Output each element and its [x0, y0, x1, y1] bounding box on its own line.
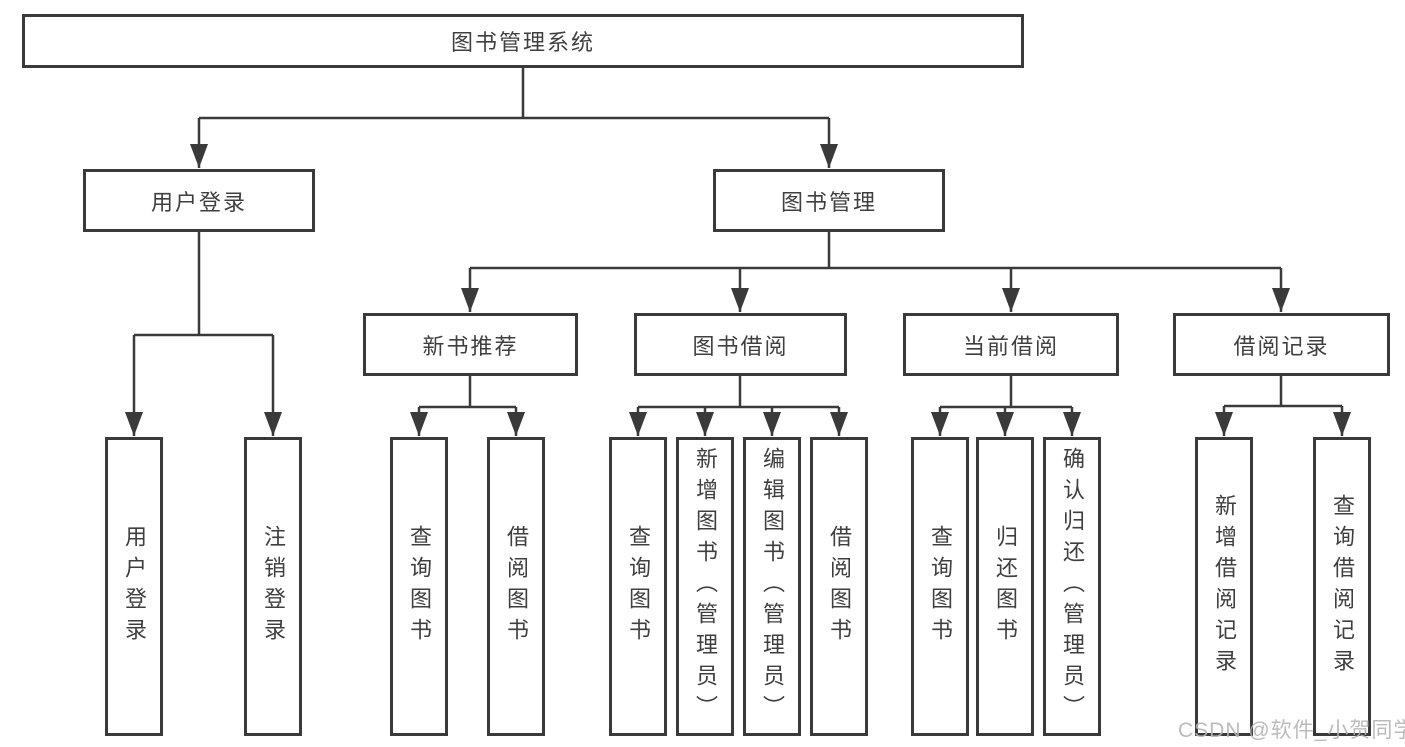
- leaf-user-login: 用户登录: [105, 437, 163, 736]
- node-current-borrow: 当前借阅: [903, 313, 1119, 376]
- node-new-book-recommend: 新书推荐: [363, 313, 578, 376]
- node-new-book-recommend-label: 新书推荐: [422, 333, 519, 359]
- leaf-borrow-books: 借阅图书: [810, 437, 868, 736]
- node-book-management-label: 图书管理: [780, 189, 877, 215]
- leaf-query-books-borrow-label: 查询图书: [626, 524, 651, 649]
- leaf-query-borrow-record-label: 查询借阅记录: [1330, 493, 1355, 680]
- leaf-add-borrow-record: 新增借阅记录: [1195, 437, 1253, 736]
- leaf-confirm-return-admin-label: 确认归还（管理员）: [1060, 447, 1085, 726]
- node-root: 图书管理系统: [22, 14, 1024, 68]
- leaf-borrow-books-recommend: 借阅图书: [487, 437, 545, 736]
- leaf-add-book-admin: 新增图书（管理员）: [676, 437, 734, 736]
- leaf-query-borrow-record: 查询借阅记录: [1313, 437, 1371, 736]
- leaf-query-books-borrow: 查询图书: [609, 437, 667, 736]
- leaf-logout-label: 注销登录: [261, 524, 286, 649]
- leaf-query-books-current-label: 查询图书: [928, 524, 953, 649]
- leaf-query-books-recommend: 查询图书: [390, 437, 448, 736]
- node-user-login-label: 用户登录: [150, 189, 247, 215]
- leaf-add-borrow-record-label: 新增借阅记录: [1212, 493, 1237, 680]
- node-borrow-records-label: 借阅记录: [1233, 333, 1330, 359]
- leaf-query-books-recommend-label: 查询图书: [407, 524, 432, 649]
- connector-lines: [132, 68, 1344, 436]
- leaf-return-book-label: 归还图书: [993, 524, 1018, 649]
- leaf-user-login-label: 用户登录: [122, 524, 147, 649]
- node-current-borrow-label: 当前借阅: [962, 333, 1059, 359]
- leaf-logout: 注销登录: [244, 437, 302, 736]
- leaf-edit-book-admin: 编辑图书（管理员）: [743, 437, 801, 736]
- csdn-watermark: CSDN @软件_小贺同学: [1178, 719, 1405, 742]
- leaf-borrow-books-label: 借阅图书: [827, 524, 852, 649]
- leaf-add-book-admin-label: 新增图书（管理员）: [693, 447, 718, 726]
- leaf-confirm-return-admin: 确认归还（管理员）: [1043, 437, 1101, 736]
- leaf-query-books-current: 查询图书: [911, 437, 969, 736]
- node-book-management: 图书管理: [713, 169, 945, 232]
- node-book-borrow-label: 图书借阅: [692, 333, 789, 359]
- node-root-label: 图书管理系统: [450, 30, 595, 55]
- leaf-edit-book-admin-label: 编辑图书（管理员）: [760, 447, 785, 726]
- node-user-login: 用户登录: [83, 169, 315, 232]
- node-book-borrow: 图书借阅: [634, 313, 847, 376]
- leaf-return-book: 归还图书: [976, 437, 1034, 736]
- leaf-borrow-books-recommend-label: 借阅图书: [504, 524, 529, 649]
- node-borrow-records: 借阅记录: [1173, 313, 1390, 376]
